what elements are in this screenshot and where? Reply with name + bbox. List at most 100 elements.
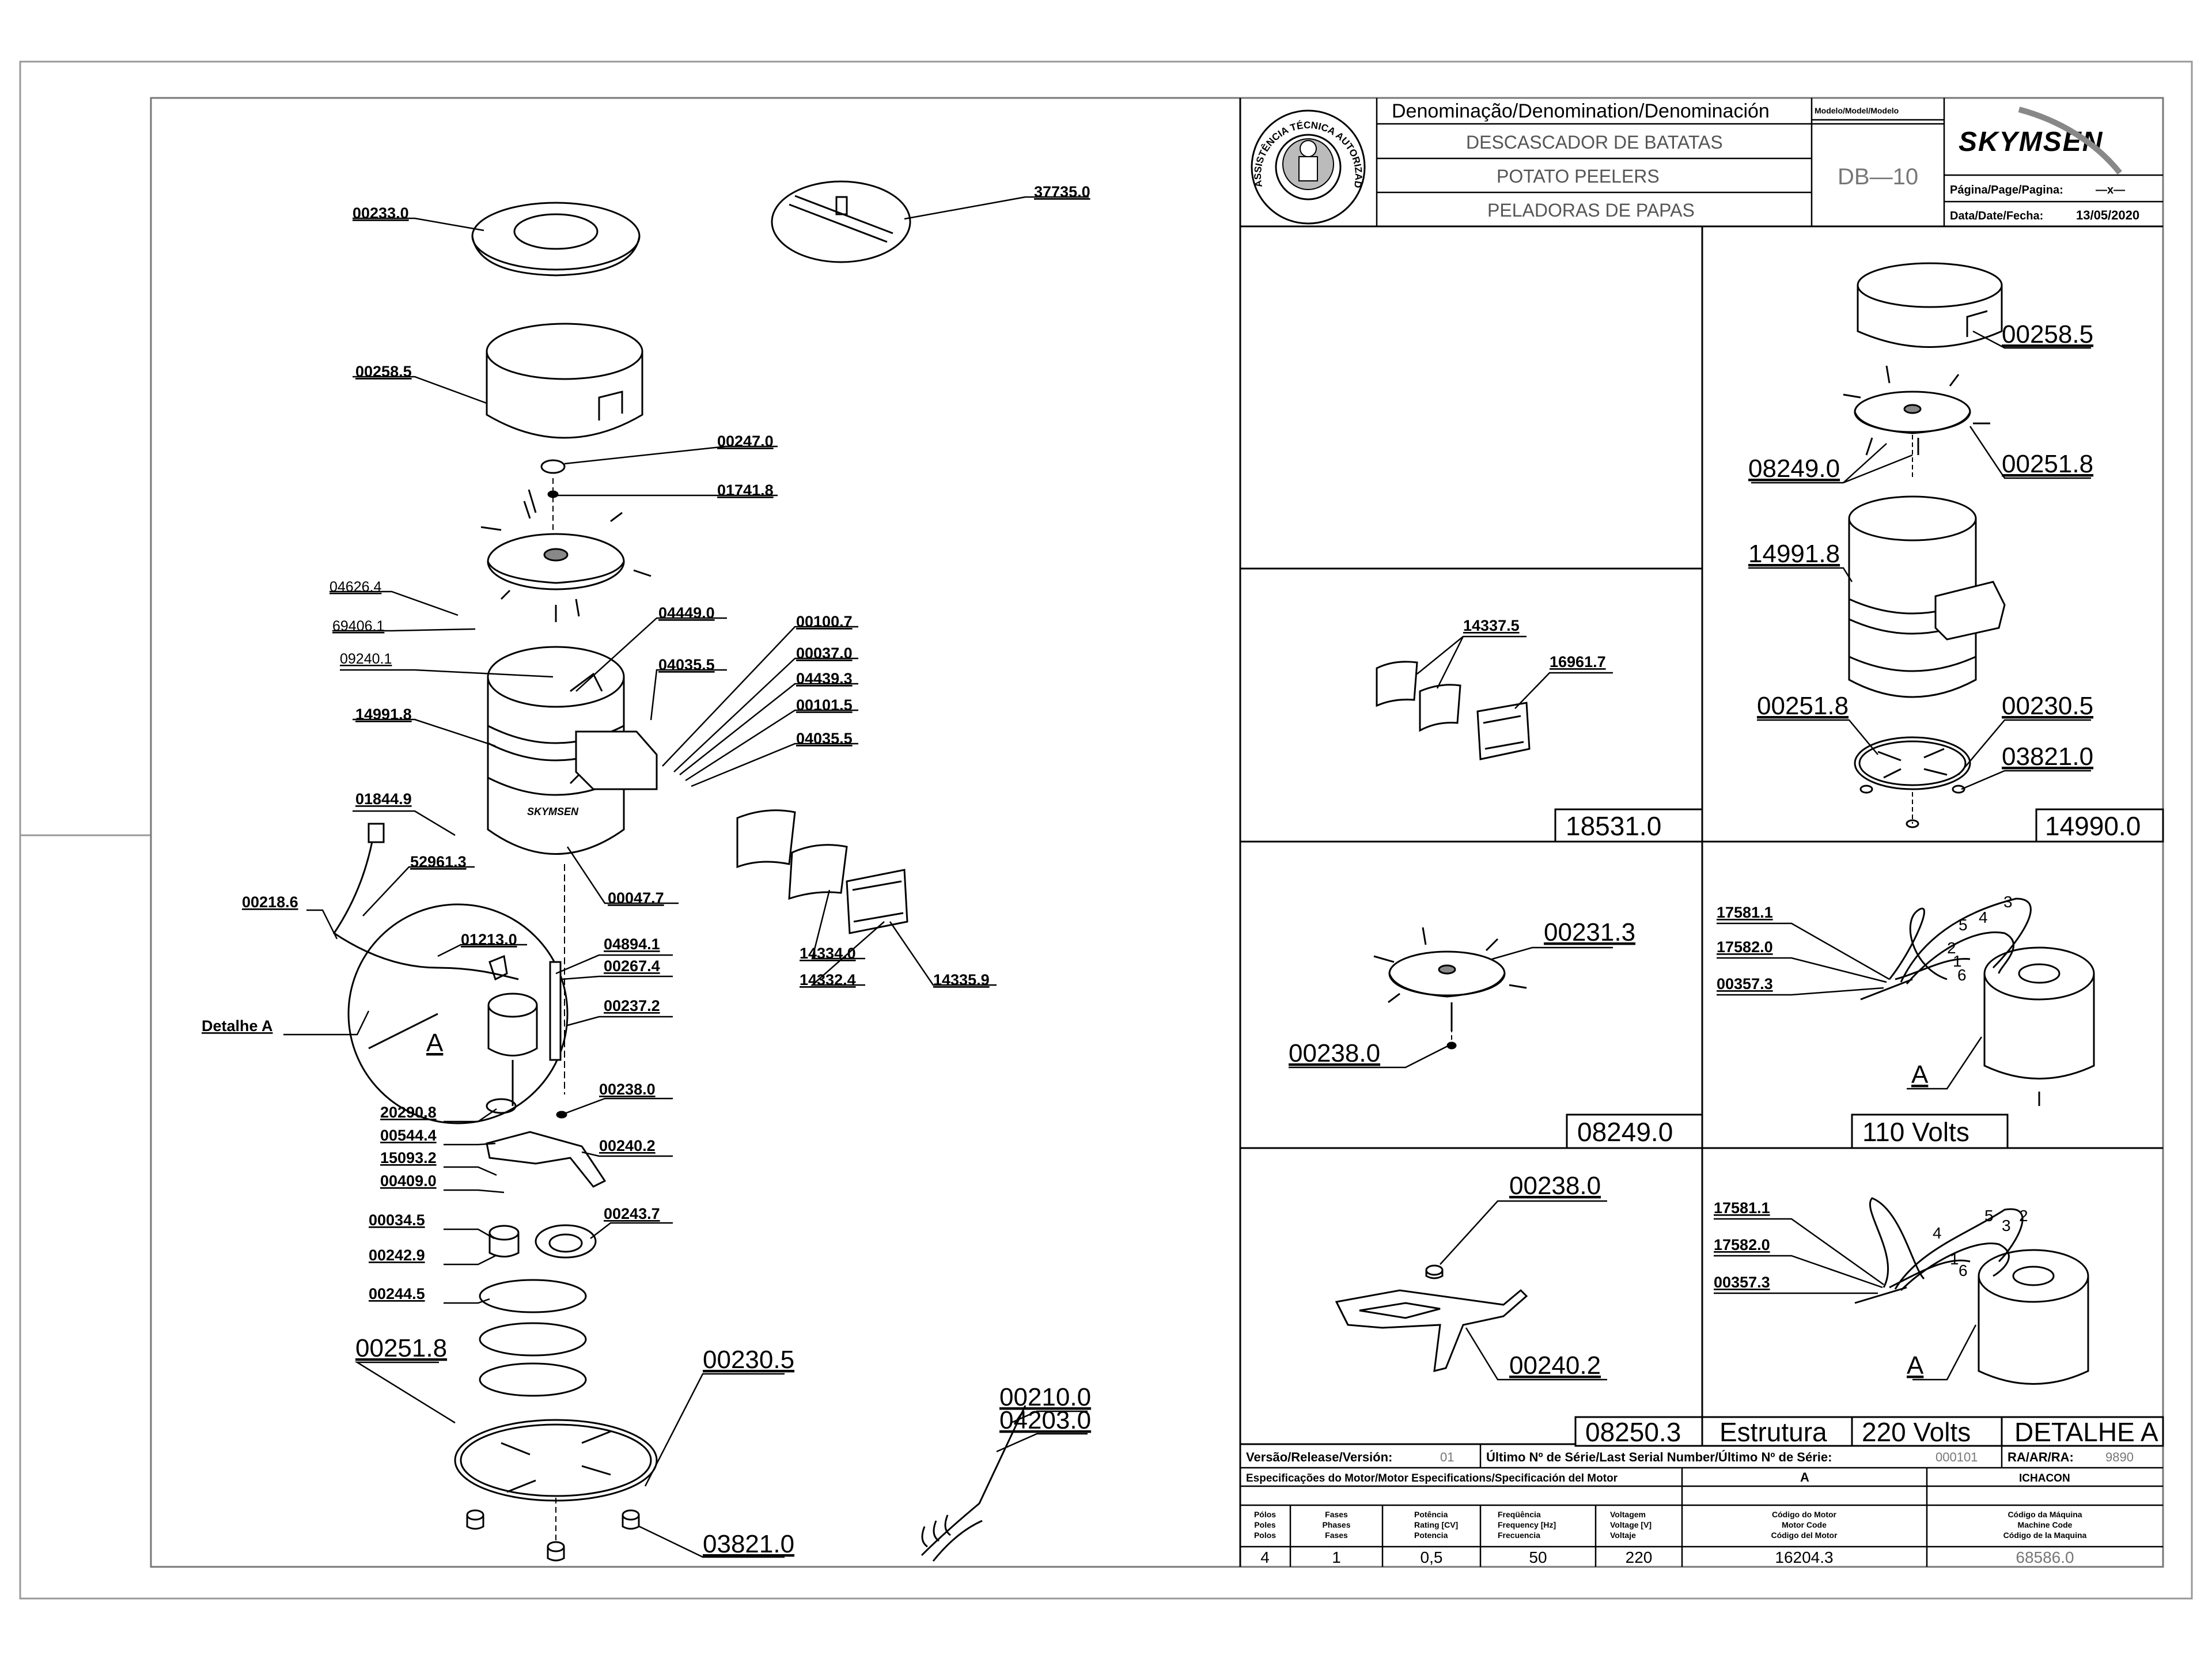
name-en: POTATO PEELERS (1497, 166, 1660, 187)
label-00242-9: 00242.9 (369, 1247, 425, 1264)
col-motorcode-1: Código do Motor (1772, 1510, 1837, 1519)
p14990-label-03821-0: 03821.0 (2002, 743, 2093, 771)
label-14332-4: 14332.4 (800, 971, 856, 988)
p220-wire-5: 5 (1984, 1207, 1994, 1225)
label-00247-0: 00247.0 (717, 433, 774, 450)
box-220-volts: 220 Volts (1862, 1417, 1971, 1447)
col-rating-1: Potência (1414, 1510, 1448, 1519)
panel-18531: 14337.5 16961.7 18531.0 (1376, 617, 1703, 843)
label-04439-3: 04439.3 (796, 670, 853, 687)
p220-wire-2: 2 (2019, 1207, 2028, 1225)
label-00258-5: 00258.5 (355, 363, 412, 380)
ra-value: 9890 (2105, 1450, 2134, 1464)
serial-value: 000101 (1936, 1450, 1978, 1464)
page-value: —x— (2096, 184, 2125, 196)
name-pt: DESCASCADOR DE BATATAS (1466, 132, 1723, 153)
panel-14990: 00258.5 08249.0 00251.8 14991.8 00251.8 … (1748, 262, 2164, 843)
label-00237-2: 00237.2 (604, 997, 660, 1014)
col-freq-1: Freqüência (1498, 1510, 1541, 1519)
panel-08250: 00238.0 00240.2 (1335, 1172, 1607, 1381)
p18531-label-16961-7: 16961.7 (1550, 653, 1606, 671)
model-header: Modelo/Model/Modelo (1815, 106, 1899, 115)
label-00034-5: 00034.5 (369, 1211, 425, 1229)
box-estrutura: Estrutura (1719, 1417, 1827, 1447)
p110-wire-5: 5 (1959, 916, 1968, 934)
main-labels: 00233.0 37735.0 00258.5 00247.0 01741.8 … (202, 183, 1091, 1558)
spec-tables: Versão/Release/Versión: 01 Último Nº de … (1240, 1444, 2163, 1567)
label-detalhe-a: Detalhe A (202, 1017, 273, 1035)
p220-wire-1: 1 (1950, 1250, 1959, 1268)
value-frequency: 50 (1529, 1548, 1547, 1566)
part-lid-ring (471, 202, 641, 271)
value-poles: 4 (1260, 1548, 1270, 1566)
release-value: 01 (1440, 1450, 1454, 1464)
p220-label-00357-3: 00357.3 (1714, 1274, 1770, 1291)
label-00243-7: 00243.7 (604, 1205, 660, 1222)
box-detalhe-a: DETALHE A (2014, 1417, 2158, 1447)
label-01213-0: 01213.0 (461, 931, 517, 948)
p220-wire-4: 4 (1933, 1224, 1942, 1242)
col-phases-2: Phases (1322, 1520, 1350, 1529)
label-52961-3: 52961.3 (410, 853, 467, 870)
motor-spec-header: Especificações do Motor/Motor Especifica… (1246, 1472, 1618, 1484)
col-volt-3: Voltaje (1610, 1531, 1636, 1540)
model-value: DB—10 (1838, 164, 1918, 190)
part-abrasive-plate (487, 533, 625, 590)
label-00409-0: 00409.0 (380, 1172, 437, 1190)
p14990-label-00230-5: 00230.5 (2002, 692, 2093, 720)
p08249-label-00231-3: 00231.3 (1544, 918, 1635, 946)
col-freq-3: Frecuencia (1498, 1531, 1540, 1540)
label-00218-6: 00218.6 (242, 893, 298, 911)
p110-wire-1: 1 (1953, 952, 1962, 970)
label-04035-5-b: 04035.5 (796, 730, 853, 747)
p220-letter-a: A (1907, 1351, 1924, 1380)
label-00037-0: 00037.0 (796, 645, 853, 662)
value-phases: 1 (1332, 1548, 1341, 1566)
p14990-label-00251-8-a: 00251.8 (2002, 450, 2093, 478)
p08250-label-00238-0: 00238.0 (1509, 1172, 1601, 1200)
part-base-ring (454, 1419, 658, 1502)
part-bowl (487, 677, 625, 855)
p110-label-17582-0: 17582.0 (1717, 938, 1773, 956)
label-14334-0: 14334.0 (800, 945, 856, 962)
name-es: PELADORAS DE PAPAS (1487, 200, 1695, 221)
p18531-box: 18531.0 (1566, 811, 1661, 841)
motor-col-ichacon: ICHACON (2019, 1472, 2070, 1484)
col-poles-2: Poles (1254, 1520, 1276, 1529)
col-freq-2: Frequency [Hz] (1498, 1520, 1556, 1529)
authorized-service-seal: ASSISTÊNCIA TÉCNICA AUTORIZADA (0, 0, 1366, 225)
label-37735-0: 37735.0 (1034, 183, 1090, 200)
label-04894-1: 04894.1 (604, 935, 660, 953)
denomination-header: Denominação/Denomination/Denominación (1392, 100, 1770, 122)
p110-letter-a: A (1911, 1060, 1929, 1089)
label-01741-8: 01741.8 (717, 482, 774, 499)
p08249-box: 08249.0 (1577, 1117, 1673, 1147)
label-04449-0: 04449.0 (658, 604, 715, 622)
p14990-box: 14990.0 (2045, 811, 2141, 841)
col-poles-3: Polos (1254, 1531, 1276, 1540)
p14990-label-14991-8: 14991.8 (1748, 540, 1840, 568)
box-08250-3: 08250.3 (1585, 1417, 1681, 1447)
p14990-label-08249-0: 08249.0 (1748, 454, 1840, 483)
label-00233-0: 00233.0 (353, 204, 409, 222)
label-14991-8: 14991.8 (355, 706, 412, 723)
label-04203-0: 04203.0 (999, 1406, 1091, 1434)
p08250-label-00240-2: 00240.2 (1509, 1351, 1601, 1380)
brand-logo: SKYMSEN (1959, 127, 2103, 157)
drawing-border (150, 97, 2164, 1568)
label-14335-9: 14335.9 (933, 971, 990, 988)
p110-wire-4: 4 (1979, 908, 1988, 926)
bottom-boxes: 08250.3 Estrutura 220 Volts DETALHE A (1574, 1416, 2164, 1447)
value-rating: 0,5 (1421, 1548, 1443, 1566)
p220-wire-6: 6 (1959, 1262, 1968, 1279)
serial-label: Último Nº de Série/Last Serial Number/Úl… (1486, 1450, 1832, 1464)
label-00230-5: 00230.5 (703, 1346, 794, 1374)
label-00101-5: 00101.5 (796, 696, 853, 714)
label-letter-a: A (426, 1029, 444, 1057)
p220-wire-3: 3 (2002, 1217, 2011, 1234)
p08249-label-00238-0: 00238.0 (1289, 1039, 1380, 1067)
col-phases-1: Fases (1325, 1510, 1348, 1519)
p18531-label-14337-5: 14337.5 (1463, 617, 1520, 634)
panel-110-volts: 17581.1 17582.0 00357.3 A 3 4 5 2 1 6 11… (1717, 893, 2095, 1149)
label-00100-7: 00100.7 (796, 613, 853, 630)
